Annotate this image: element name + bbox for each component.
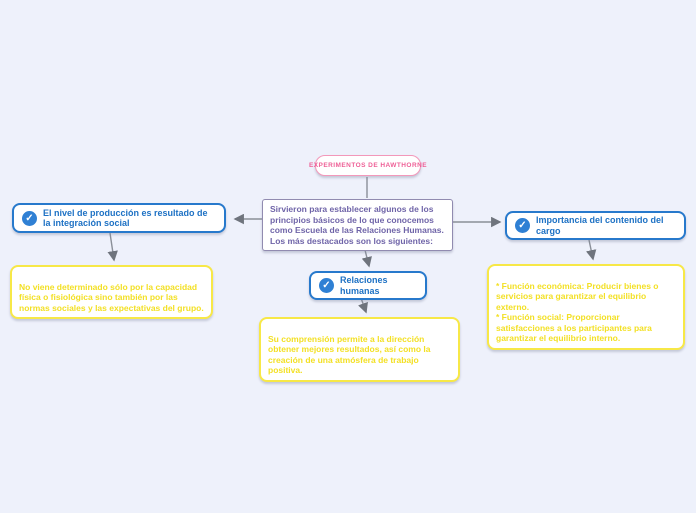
intro-note-text: Sirvieron para establecer algunos de los… xyxy=(270,204,444,246)
intro-note[interactable]: Sirvieron para establecer algunos de los… xyxy=(262,199,453,251)
root-node-experimentos-de-hawthorne[interactable]: EXPERIMENTOS DE HAWTHORNE xyxy=(309,155,427,176)
topic-label: Importancia del contenido del cargo xyxy=(536,215,664,236)
check-icon: ✓ xyxy=(22,210,37,226)
canvas-edge-strip xyxy=(0,513,696,520)
detail-note-relaciones-humanas[interactable]: Su comprensión permite a la dirección ob… xyxy=(259,317,460,382)
detail-note-contenido-del-cargo[interactable]: * Función económica: Producir bienes o s… xyxy=(487,264,685,350)
detail-note-text: * Función económica: Producir bienes o s… xyxy=(496,280,659,344)
detail-note-text: No viene determinado sólo por la capacid… xyxy=(19,281,204,313)
connector-center-topic-to-detail xyxy=(358,297,368,314)
root-node-label: EXPERIMENTOS DE HAWTHORNE xyxy=(308,162,428,169)
detail-note-nivel-de-produccion[interactable]: No viene determinado sólo por la capacid… xyxy=(10,265,213,319)
check-icon: ✓ xyxy=(319,278,334,293)
connector-right-topic-to-detail xyxy=(586,239,597,261)
topic-label: Relaciones humanas xyxy=(340,275,388,296)
check-icon: ✓ xyxy=(515,218,530,233)
topic-node-relaciones-humanas[interactable]: ✓ Relaciones humanas xyxy=(309,271,427,300)
topic-node-contenido-del-cargo[interactable]: ✓ Importancia del contenido del cargo xyxy=(505,211,686,240)
topic-node-nivel-de-produccion[interactable]: ✓ El nivel de producción es resultado de… xyxy=(12,203,226,233)
detail-note-text: Su comprensión permite a la dirección ob… xyxy=(268,333,431,376)
connector-left-topic-to-detail xyxy=(107,232,118,262)
topic-label: El nivel de producción es resultado de l… xyxy=(43,207,208,229)
